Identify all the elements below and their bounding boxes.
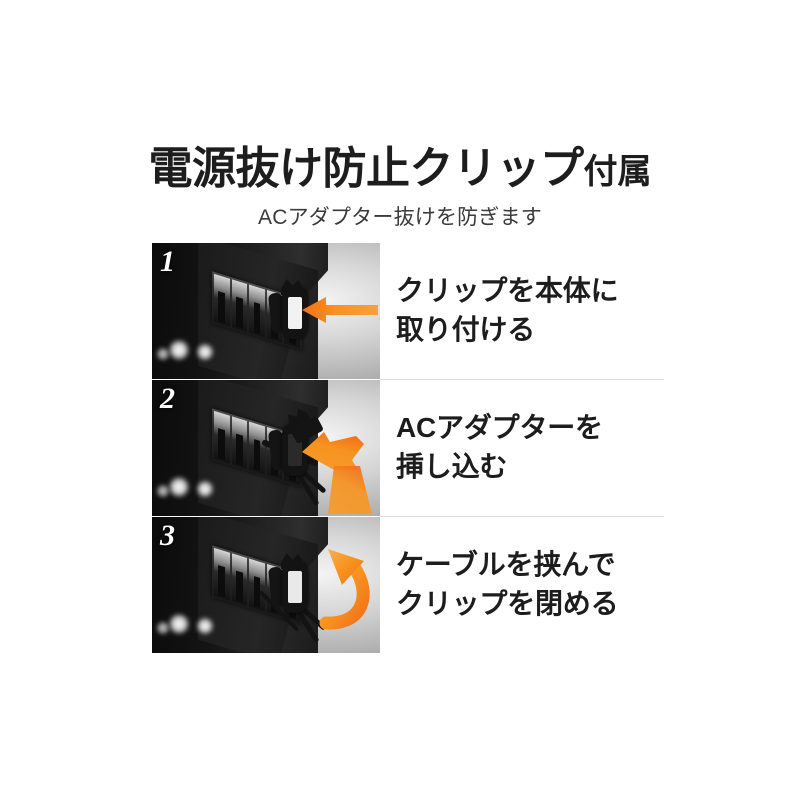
row-divider [380,379,664,380]
step-row: 1 クリップを本体に 取り付ける [152,243,664,379]
step-text-line-1: ACアダプターを [396,412,603,444]
ethernet-port [231,416,248,469]
step-photo: 2 [152,380,380,516]
ethernet-port [214,273,230,327]
status-led [168,476,190,498]
clip-hook [281,279,303,295]
page-subtitle: ACアダプター抜けを防ぎます [258,206,542,230]
cable-clip [267,553,312,613]
step-text-line-2: 取り付ける [396,314,536,345]
row-divider [380,516,664,517]
step-text: ACアダプターを 挿し込む [380,380,664,516]
clip-hook [281,553,303,569]
step-text-line-2: 挿し込む [396,451,508,482]
step-photo: 3 [152,517,380,653]
header: 電源抜け防止クリップ付属 ACアダプター抜けを防ぎます [0,144,800,231]
status-led [156,621,170,635]
status-led [196,343,214,361]
ethernet-port [249,558,265,612]
status-led [156,484,170,498]
ethernet-port [231,279,248,332]
step-row: 3 ケーブルを挟んで クリップを閉める [152,516,664,653]
steps-list: 1 クリップを本体に 取り付ける [152,243,664,653]
step-text: クリップを本体に 取り付ける [380,243,664,379]
step-text-line-2: クリップを閉める [396,588,619,619]
step-row: 2 ACアダプターを 挿し込む [152,379,664,516]
status-led [196,617,214,635]
step-number: 2 [160,382,175,415]
page-title: 電源抜け防止クリップ付属 [0,144,800,193]
status-led [168,613,190,635]
ethernet-port [231,553,248,606]
ethernet-port [249,421,265,475]
page-title-suffix: 付属 [583,153,652,191]
step-photo: 1 [152,243,380,379]
status-led [168,339,190,361]
step-text-line-1: クリップを本体に [396,275,619,307]
status-led [196,480,214,498]
page-title-main: 電源抜け防止クリップ [148,144,585,193]
step-text-line-1: ケーブルを挟んで [396,549,616,581]
ethernet-port [214,410,230,464]
status-led [156,347,170,361]
ethernet-port [214,547,230,601]
clip-window [288,297,302,329]
clip-window [288,571,302,603]
step-text: ケーブルを挟んで クリップを閉める [380,517,664,653]
step-number: 1 [160,245,175,278]
ethernet-port [249,284,265,338]
cable-clip [267,279,312,339]
step-number: 3 [160,519,175,552]
